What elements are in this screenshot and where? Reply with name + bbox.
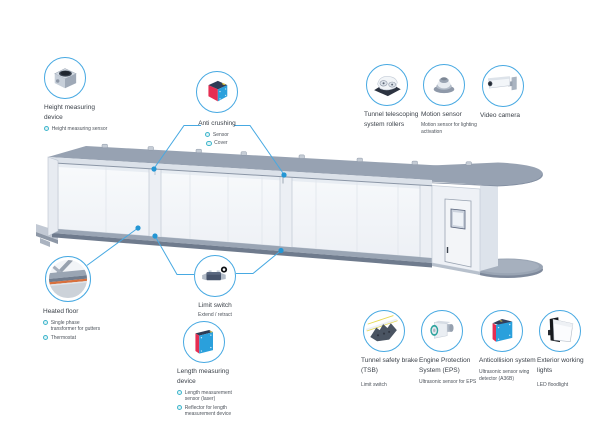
limit-switch-icon — [194, 255, 236, 297]
callout-title: Video camera — [480, 112, 520, 119]
bullet-icon — [44, 126, 50, 132]
heated-floor-icon — [45, 256, 91, 302]
leader-line-anti-crushing-left — [153, 125, 201, 169]
bullet-label: Reflector for length measurement device — [184, 404, 232, 418]
callout-motion-sensor: Motion sensor Motion sensor for lighting… — [421, 64, 481, 135]
callout-subtitle: Ultrasonic sensor wing detector (A36B) — [479, 368, 530, 382]
callout-subtitle: Ultrasonic sensor for EPS — [419, 378, 477, 385]
callout-tunnel-safety-brake: Tunnel safety brake (TSB) Limit switch — [361, 310, 425, 388]
machine-bottom-rail — [52, 228, 432, 268]
callout-subtitle: LED floodlight — [537, 381, 569, 388]
eps-ultrasonic-sensor-icon — [421, 310, 463, 352]
leader-line-limit-switch-left — [154, 235, 194, 275]
callout-subtitle: Motion sensor for lighting activation — [421, 121, 477, 135]
callout-title: Tunnel safety brake (TSB) — [361, 357, 418, 374]
callout-title: Tunnel telescoping system rollers — [364, 111, 419, 128]
callout-title: Height measuring device — [44, 104, 95, 121]
length-measuring-device-icon — [183, 321, 225, 363]
bullet-icon — [206, 140, 212, 146]
leader-line-anti-crushing-right — [234, 125, 285, 175]
callout-title: Motion sensor — [421, 111, 462, 118]
bullet-label: Length measurement sensor (laser) — [184, 389, 232, 403]
callout-anti-crushing: Anti crushing Sensor Cover — [187, 71, 247, 147]
machine-left-end-frame — [47, 156, 59, 237]
bullet-icon — [43, 320, 49, 326]
callout-title: Anticollision system — [479, 357, 536, 364]
callout-height-measuring-device: Height measuring device Height measuring… — [44, 57, 108, 132]
bullet-label: Thermostat — [50, 334, 76, 341]
bullet-label: Cover — [214, 140, 228, 147]
tunnel-safety-brake-icon — [363, 310, 405, 352]
bullet-icon — [177, 405, 183, 411]
bullet-icon — [205, 132, 211, 138]
machine-frame-posts — [148, 168, 433, 260]
led-floodlight-icon — [539, 310, 581, 352]
bullet-label: Height measuring sensor — [51, 125, 108, 132]
attach-dot — [135, 225, 141, 231]
machine-canopy-roof — [47, 143, 543, 237]
attach-dot — [278, 247, 284, 254]
bullet-label: Single phase transformer for gutters — [50, 319, 101, 333]
callout-subtitle: Extend / retract — [198, 311, 232, 318]
callout-length-measuring-device: Length measuring device Length measureme… — [177, 321, 243, 418]
bullet-icon — [177, 390, 183, 396]
callout-title: Heated floor — [43, 308, 79, 315]
callout-exterior-working-lights: Exterior working lights LED floodlight — [537, 310, 593, 388]
video-camera-icon — [482, 65, 524, 107]
height-measuring-device-icon — [44, 57, 86, 99]
callout-title: Anti crushing — [198, 120, 236, 127]
callout-title: Length measuring device — [177, 368, 230, 385]
service-door — [444, 198, 472, 268]
callout-video-camera: Video camera — [480, 65, 540, 121]
machine-service-cabin — [431, 184, 498, 275]
leader-line-limit-switch-right — [236, 250, 282, 274]
callout-title: Engine Protection System (EPS) — [419, 357, 471, 374]
anticollision-sensor-icon — [481, 310, 523, 352]
attach-dot — [281, 172, 287, 178]
leader-line-heated-floor — [86, 227, 139, 266]
attach-dot — [152, 233, 158, 239]
motion-sensor-icon — [423, 64, 465, 106]
callout-subtitle: Limit switch — [361, 381, 387, 388]
bullet-label: Sensor — [212, 131, 229, 138]
callout-engine-protection-system: Engine Protection System (EPS) Ultrasoni… — [419, 310, 481, 385]
telescoping-rollers-icon — [366, 64, 408, 106]
bullet-icon — [43, 335, 49, 341]
canopy-brackets — [101, 143, 472, 166]
leader-lines — [86, 125, 285, 275]
callout-title: Limit switch — [198, 302, 232, 309]
attach-dot — [151, 166, 157, 172]
callout-limit-switch: Limit switch Extend / retract — [185, 255, 245, 319]
anti-crushing-sensor-icon — [196, 71, 238, 113]
callout-heated-floor: Heated floor Single phase transformer fo… — [43, 256, 103, 341]
callout-title: Exterior working lights — [537, 357, 584, 374]
callout-anticollision-system: Anticollision system Ultrasonic sensor w… — [479, 310, 547, 382]
callout-tunnel-telescoping-rollers: Tunnel telescoping system rollers — [364, 64, 426, 130]
attach-dots — [135, 166, 287, 254]
